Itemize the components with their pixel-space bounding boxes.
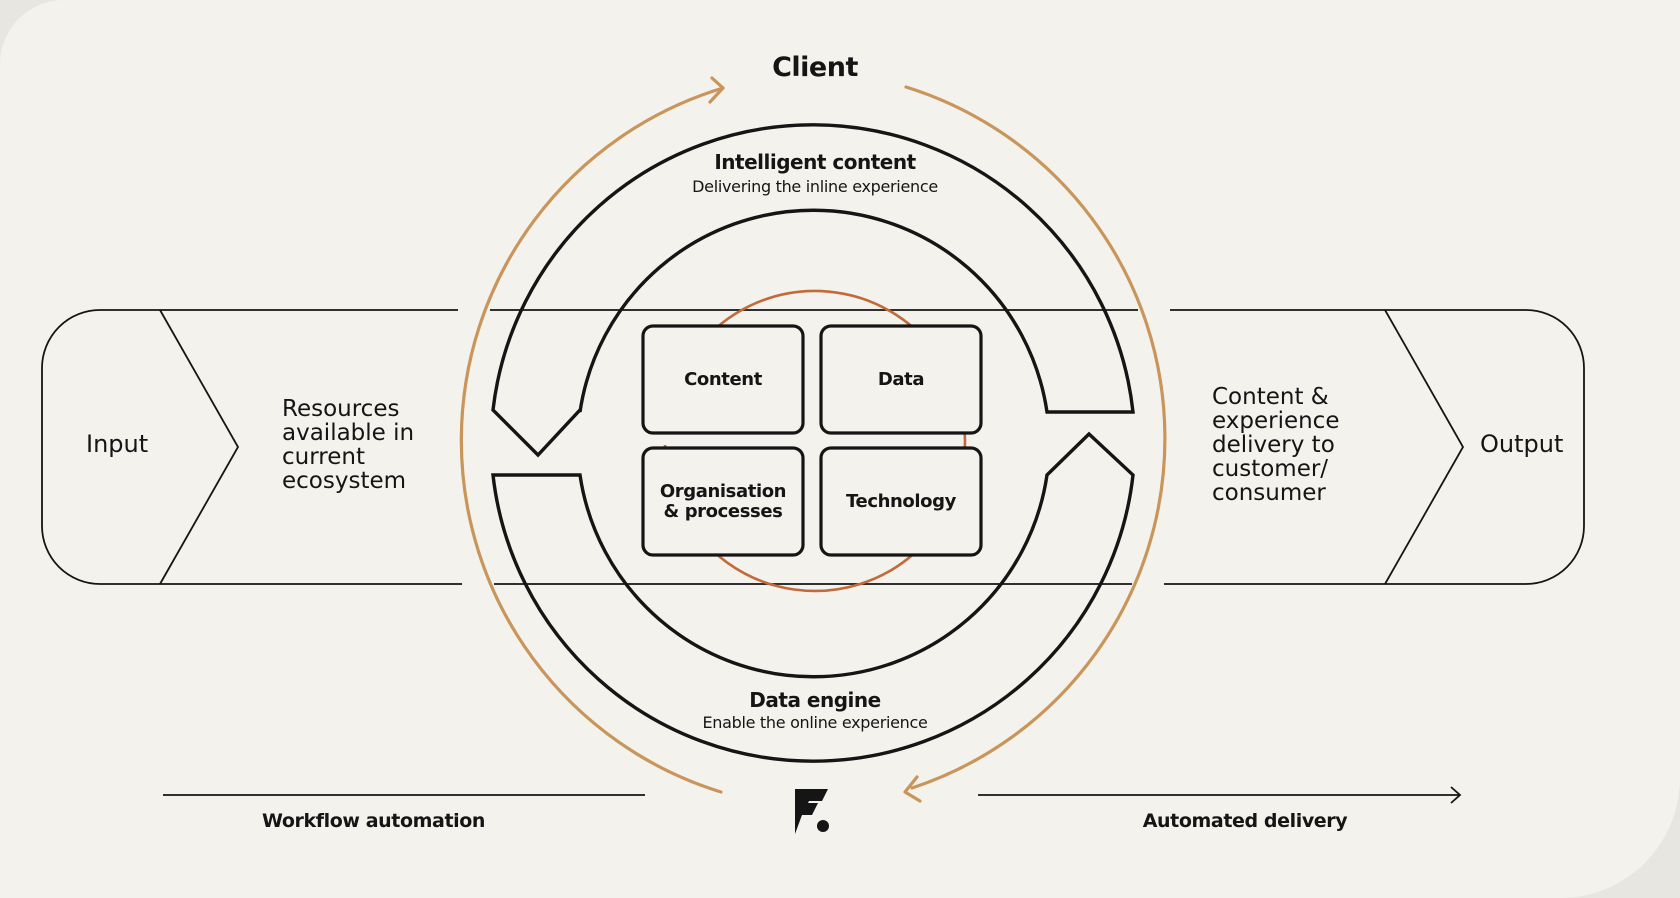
pipeline-band: [41, 309, 1585, 585]
outer-ring-right-arc: [904, 85, 1167, 790]
data-engine-arrow: [491, 431, 1135, 763]
data-engine-subtitle: Enable the online experience: [702, 713, 928, 732]
outer-cycle-ring: [459, 76, 1167, 803]
automated-delivery-label: Automated delivery: [1142, 810, 1348, 832]
output-block: [1164, 309, 1585, 585]
content-box-frame: [641, 324, 805, 435]
technology-box-label: Technology: [846, 490, 956, 512]
client-label: Client: [772, 52, 858, 83]
organisation-box-label: Organisation & processes: [659, 480, 787, 522]
organisation-box-frame: [641, 446, 805, 557]
automated-delivery-arrowhead: [1450, 786, 1462, 804]
f-brand-logo-icon: [795, 789, 829, 834]
output-chevron: [1384, 309, 1465, 585]
quadrant-boxes: [641, 324, 983, 557]
content-box-label: Content: [684, 368, 762, 390]
intelligent-content-arrow: [491, 123, 1135, 458]
bottom-flow: [163, 786, 1462, 804]
intelligent-content-subtitle: Delivering the inline experience: [692, 177, 938, 196]
resources-text: Resources available in current ecosystem: [282, 396, 415, 494]
delivery-text: Content & experience delivery to custome…: [1212, 384, 1340, 506]
outer-ring-left-arc: [459, 86, 725, 794]
output-label: Output: [1480, 430, 1564, 458]
input-label: Input: [86, 430, 149, 458]
input-block: [41, 309, 462, 585]
data-engine-title: Data engine: [749, 688, 881, 712]
data-box-frame: [819, 324, 983, 435]
outer-ring-top-arrowhead: [708, 76, 725, 104]
outer-ring-bottom-arrowhead: [903, 775, 922, 803]
input-chevron: [159, 309, 240, 585]
data-box-label: Data: [877, 368, 925, 390]
middle-arrow-ring: [491, 123, 1135, 763]
intelligent-content-title: Intelligent content: [714, 150, 916, 174]
technology-box-frame: [819, 446, 983, 557]
workflow-automation-label: Workflow automation: [262, 810, 486, 832]
